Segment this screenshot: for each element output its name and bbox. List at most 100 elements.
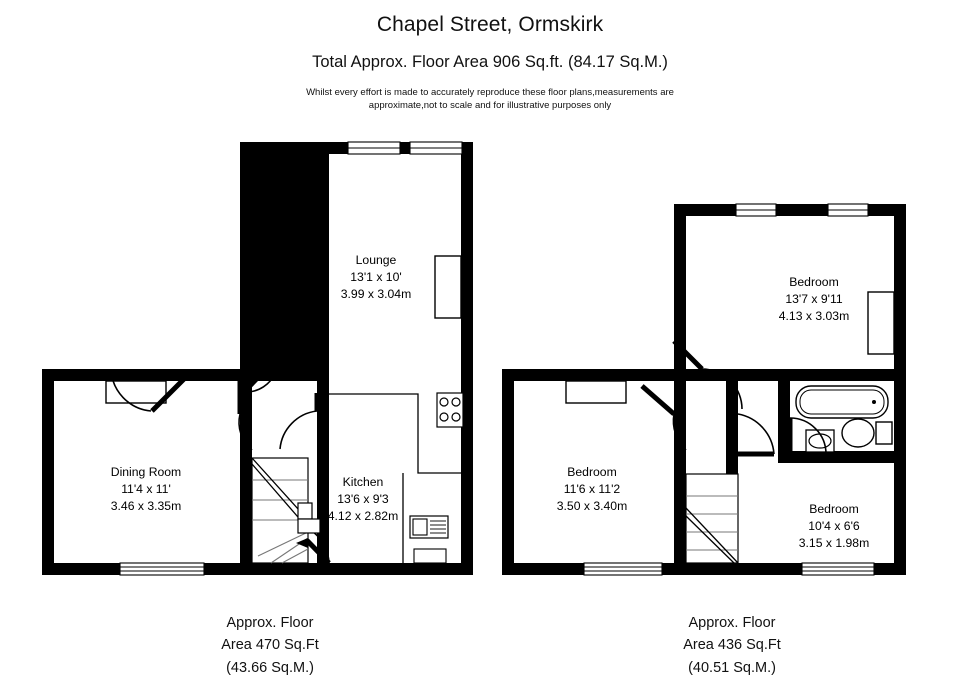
hob-burner-4 bbox=[451, 412, 461, 422]
room-label-bedroom3-name: Bedroom bbox=[809, 502, 858, 516]
stair-winder-2 bbox=[281, 548, 309, 564]
kitchen-sink-bowl bbox=[412, 518, 428, 536]
stair-winder-3 bbox=[257, 531, 309, 557]
stair-handrail-first-b bbox=[685, 515, 735, 564]
door-arc-bedroom2 bbox=[672, 413, 687, 451]
room-label-bedroom1-name: Bedroom bbox=[789, 275, 838, 289]
hob-burner-3 bbox=[439, 412, 449, 422]
wall-bedroom1-bottom bbox=[686, 369, 906, 381]
first-floor-doors bbox=[640, 339, 827, 457]
bathroom-fixtures bbox=[795, 385, 893, 453]
ground-floor-walls bbox=[42, 142, 473, 575]
first-floor-area-line-2: Area 436 Sq.Ft bbox=[683, 637, 781, 654]
wall-bathroom-stub bbox=[778, 381, 790, 393]
window-bedroom2-rear bbox=[583, 562, 663, 576]
ground-floor-area-line-2: Area 470 Sq.Ft bbox=[221, 637, 319, 654]
ground-floor-area-caption: Approx. Floor Area 470 Sq.Ft (43.66 Sq.M… bbox=[120, 612, 420, 679]
door-arc-dining-hall bbox=[238, 413, 253, 451]
wall-dining-hall bbox=[240, 381, 252, 563]
door-leaf-entrance bbox=[150, 371, 192, 413]
ground-floor-area-line-3: (43.66 Sq.M.) bbox=[226, 659, 314, 676]
stair-direction-arrow bbox=[296, 538, 308, 548]
room-label-bedroom2-name: Bedroom bbox=[567, 465, 616, 479]
wall-hall-top-right bbox=[283, 369, 329, 381]
staircase-first bbox=[685, 473, 739, 564]
stair-outline-first bbox=[685, 473, 739, 564]
disclaimer-line-2: approximate,not to scale and for illustr… bbox=[368, 100, 612, 111]
stair-newel-upper bbox=[297, 502, 313, 520]
staircase-ground bbox=[251, 457, 321, 564]
room-label-bedroom3-metric: 3.15 x 1.98m bbox=[799, 536, 869, 550]
bath-plug bbox=[872, 400, 876, 404]
stair-handrail-b bbox=[251, 463, 305, 525]
ground-floor-plan: Lounge 13'1 x 10' 3.99 x 3.04m Dining Ro… bbox=[18, 128, 478, 588]
room-label-bedroom1-metric: 4.13 x 3.03m bbox=[779, 309, 849, 323]
ground-floor-svg: Lounge 13'1 x 10' 3.99 x 3.04m Dining Ro… bbox=[42, 141, 473, 576]
wall-lounge-hall bbox=[317, 154, 329, 381]
alcove-dining-chimney bbox=[105, 380, 167, 404]
hob-burner-1 bbox=[439, 397, 449, 407]
door-arc-hall-lounge bbox=[243, 370, 277, 393]
wall-bedroom1-front bbox=[674, 204, 906, 216]
kitchen-base-unit bbox=[413, 548, 447, 564]
alcove-bedroom1-chimney bbox=[867, 291, 895, 355]
total-floor-area: Total Approx. Floor Area 906 Sq.ft. (84.… bbox=[312, 53, 668, 72]
alcove-bedroom2-chimney bbox=[565, 380, 627, 404]
room-label-kitchen-imperial: 13'6 x 9'3 bbox=[337, 492, 389, 506]
ground-floor-alcoves bbox=[105, 255, 462, 404]
ground-floor-area-line-1: Approx. Floor bbox=[226, 615, 314, 631]
toilet-cistern bbox=[875, 421, 893, 445]
room-label-bedroom2-metric: 3.50 x 3.40m bbox=[557, 499, 627, 513]
bath-inner bbox=[799, 389, 885, 415]
door-arc-hall-kitchen bbox=[279, 410, 318, 450]
room-label-lounge-metric: 3.99 x 3.04m bbox=[341, 287, 411, 301]
wall-bathroom-bottom bbox=[778, 451, 906, 463]
wall-kitchen-head bbox=[317, 381, 329, 393]
alcove-lounge-chimney bbox=[434, 255, 462, 319]
hob-burner-2 bbox=[451, 397, 461, 407]
window-dining-rear bbox=[119, 562, 205, 576]
first-floor-plan: Bedroom 13'7 x 9'11 4.13 x 3.03m Bedroom… bbox=[478, 128, 938, 588]
first-floor-area-line-1: Approx. Floor bbox=[688, 615, 776, 631]
kitchen-fixtures bbox=[329, 392, 464, 564]
kitchen-worktop-upper bbox=[329, 393, 461, 474]
kitchen-hob bbox=[436, 392, 464, 428]
wall-landing-bathroom bbox=[778, 381, 790, 463]
room-label-kitchen-metric: 4.12 x 2.82m bbox=[328, 509, 398, 523]
disclaimer-line-1: Whilst every effort is made to accuratel… bbox=[306, 87, 674, 99]
room-label-bedroom2-imperial: 11'6 x 11'2 bbox=[564, 482, 621, 496]
wall-kitchen-hall-right bbox=[317, 381, 329, 563]
stair-newel-lower bbox=[297, 518, 321, 534]
first-floor-labels: Bedroom 13'7 x 9'11 4.13 x 3.03m Bedroom… bbox=[557, 275, 869, 550]
outer-wall-outline bbox=[42, 142, 473, 575]
header: Chapel Street, Ormskirk Total Approx. Fl… bbox=[0, 0, 980, 113]
room-label-lounge-imperial: 13'1 x 10' bbox=[350, 270, 401, 284]
first-floor-area-line-3: (40.51 Sq.M.) bbox=[688, 659, 776, 676]
toilet-pan bbox=[841, 418, 875, 448]
page-title: Chapel Street, Ormskirk bbox=[376, 13, 604, 36]
door-arc-entrance bbox=[110, 368, 152, 412]
room-label-lounge-name: Lounge bbox=[356, 253, 397, 267]
door-leaf-hall-lounge bbox=[242, 367, 268, 394]
room-label-dining-metric: 3.46 x 3.35m bbox=[111, 499, 181, 513]
room-label-dining-imperial: 11'4 x 11' bbox=[121, 482, 171, 496]
ground-floor-windows bbox=[119, 141, 463, 576]
disclaimer: Whilst every effort is made to accuratel… bbox=[0, 87, 980, 113]
stair-handrail-first-a bbox=[685, 507, 739, 564]
first-floor-area-caption: Approx. Floor Area 436 Sq.Ft (40.51 Sq.M… bbox=[582, 612, 882, 679]
door-arc-bedroom1 bbox=[701, 368, 743, 410]
room-label-kitchen-name: Kitchen bbox=[343, 475, 384, 489]
floorplan-diagrams: Lounge 13'1 x 10' 3.99 x 3.04m Dining Ro… bbox=[0, 128, 980, 598]
door-arc-bedroom3 bbox=[737, 413, 775, 455]
wall-bedroom2-landing bbox=[674, 381, 686, 563]
room-label-bedroom3-imperial: 10'4 x 6'6 bbox=[808, 519, 860, 533]
window-bedroom3-rear bbox=[801, 562, 875, 576]
room-label-dining-name: Dining Room bbox=[111, 465, 181, 479]
first-floor-svg: Bedroom 13'7 x 9'11 4.13 x 3.03m Bedroom… bbox=[502, 203, 906, 576]
basin-bowl bbox=[808, 433, 832, 449]
floor-area-footers: Approx. Floor Area 470 Sq.Ft (43.66 Sq.M… bbox=[0, 612, 980, 692]
door-leaf-bedroom2 bbox=[640, 384, 676, 416]
ground-floor-labels: Lounge 13'1 x 10' 3.99 x 3.04m Dining Ro… bbox=[111, 253, 411, 523]
first-floor-alcoves bbox=[565, 291, 895, 404]
